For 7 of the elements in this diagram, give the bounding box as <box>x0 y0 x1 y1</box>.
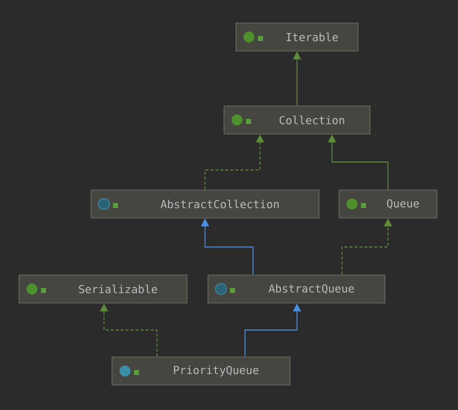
class-box: AbstractQueue <box>208 274 386 304</box>
class-box: Serializable <box>18 274 188 304</box>
class-box: Queue <box>338 190 438 218</box>
class-box: Iterable <box>236 22 358 52</box>
class-box: Collection <box>224 106 370 134</box>
class-box: AbstractCollection <box>90 190 320 218</box>
class-box: PriorityQueue <box>112 356 290 386</box>
